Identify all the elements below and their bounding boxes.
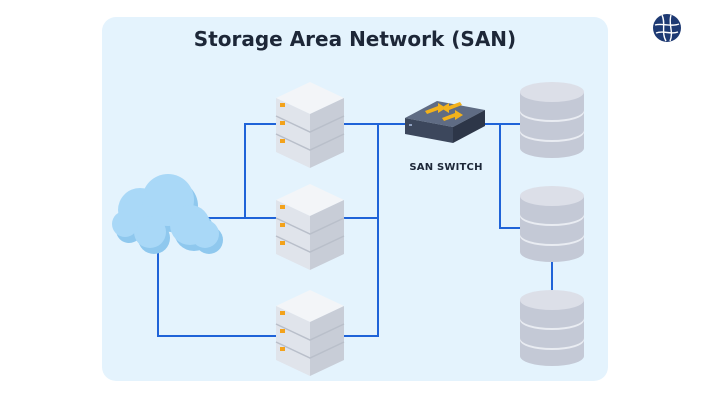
globe-logo-icon	[653, 14, 681, 42]
diagram-title: Storage Area Network (SAN)	[193, 27, 517, 51]
san-switch-label: SAN SWITCH	[409, 162, 483, 173]
link-servers-switch	[330, 123, 379, 337]
link-switch-disk2	[499, 124, 522, 229]
server-icon	[275, 184, 345, 270]
server-icon	[275, 290, 345, 376]
storage-disk-icon	[520, 186, 584, 262]
storage-disk-icon	[520, 290, 584, 366]
server-icon	[275, 82, 345, 168]
link-cloud-server1	[200, 123, 290, 219]
storage-disk-icon	[520, 82, 584, 158]
cloud-icon	[112, 174, 223, 254]
link-cloud-server3	[157, 244, 290, 337]
network-switch-icon	[405, 101, 485, 143]
